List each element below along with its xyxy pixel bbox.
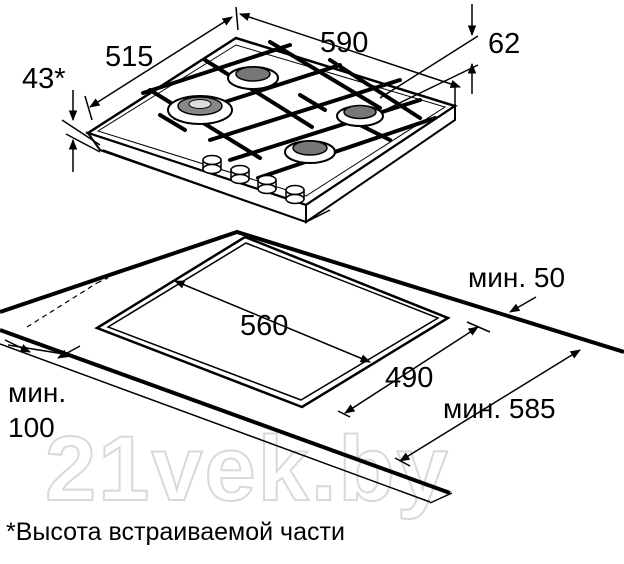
dim-min-depth-line (399, 349, 581, 462)
label-min-front-line1: мин. (8, 377, 66, 408)
control-knobs (202, 154, 305, 205)
countertop (0, 229, 624, 504)
burner-front-left-wok (167, 95, 233, 125)
label-cutout-depth: 490 (385, 362, 433, 394)
dim-cutout-width-line (174, 280, 371, 363)
burner-rear-right (336, 104, 384, 127)
label-min-front-line2: 100 (8, 412, 55, 443)
dim-min-rear-line (509, 296, 537, 313)
label-cutout-width: 560 (240, 310, 288, 342)
control-knob-3 (257, 174, 277, 195)
dim-hob-width-line (239, 12, 461, 89)
control-knob-1 (202, 154, 222, 175)
burner-rear-left (227, 66, 279, 90)
label-built-in-height: 43* (22, 63, 66, 95)
dim-hob-depth-line (89, 16, 233, 108)
label-min-depth: мин. 585 (443, 393, 556, 424)
burner-front-right (284, 140, 336, 164)
label-hob-depth: 515 (105, 41, 153, 73)
label-hob-width: 590 (320, 27, 368, 59)
label-hob-height: 62 (488, 28, 520, 60)
control-knob-2 (230, 164, 250, 185)
control-knob-4 (285, 184, 305, 205)
label-min-rear: мин. 50 (468, 262, 565, 293)
footnote: *Высота встраиваемой части (6, 518, 345, 546)
